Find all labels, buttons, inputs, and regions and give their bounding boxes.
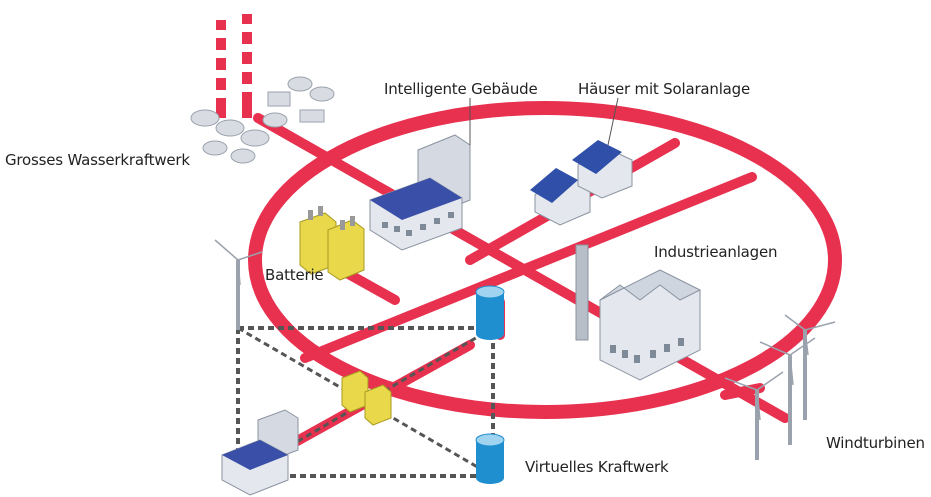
hydro-plant-icon xyxy=(190,14,335,164)
wind-turbine-icon xyxy=(214,239,263,330)
grid-connections xyxy=(253,113,790,450)
smart-building-icon xyxy=(369,134,471,251)
leader-line xyxy=(607,97,619,146)
wind-turbine-icon xyxy=(784,314,836,420)
label-battery: Batterie xyxy=(265,266,324,284)
label-solar-houses: Häuser mit Solaranlage xyxy=(578,80,751,98)
label-virtual-plant: Virtuelles Kraftwerk xyxy=(525,458,669,476)
solar-house-icon xyxy=(530,140,633,226)
wind-turbine-icon xyxy=(724,371,784,460)
storage-tank-icon xyxy=(475,285,505,340)
small-building-icon xyxy=(221,409,299,496)
label-smart-buildings: Intelligente Gebäude xyxy=(384,80,538,98)
label-industry: Industrieanlagen xyxy=(654,243,778,261)
virtual-plant-diagonal xyxy=(237,326,494,478)
storage-tank-icon xyxy=(475,433,505,484)
battery-icon xyxy=(299,206,365,281)
industry-icon xyxy=(575,244,702,381)
grid-ring xyxy=(248,101,842,419)
wind-turbine-icon xyxy=(759,337,816,445)
label-hydro-plant: Grosses Wasserkraftwerk xyxy=(5,151,190,169)
battery-icon xyxy=(341,370,392,426)
label-wind-turbines: Windturbinen xyxy=(826,434,925,452)
